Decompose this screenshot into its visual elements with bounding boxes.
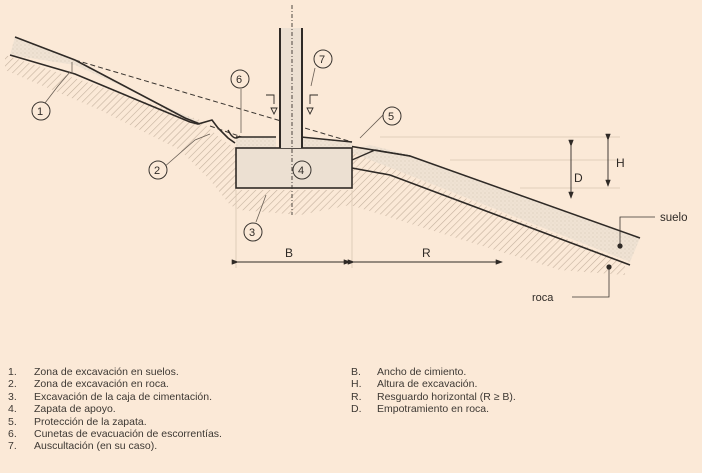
callout-2: 2 [148,160,168,180]
legend-item: 7. Auscultación (en su caso). [8,440,222,452]
legend-text: Protección de la zapata. [34,415,147,428]
legend-text: Resguardo horizontal (R ≥ B). [377,390,516,403]
svg-text:7: 7 [319,54,325,66]
legend-item: 3. Excavación de la caja de cimentación. [8,391,222,403]
legend-item: D. Empotramiento en roca. [351,403,516,415]
legend-text: Empotramiento en roca. [377,403,490,416]
lettered-legend: B. Ancho de cimiento. H. Altura de excavac… [351,366,516,416]
rock-label: roca [532,292,554,304]
rock-line-right [351,167,631,266]
legend-text: Cunetas de evacuación de escorrentías. [34,428,222,441]
callout-6: 6 [230,69,250,89]
legend-key: 1. [8,366,17,378]
callout-3: 3 [243,222,263,242]
dimension-h-label: H [616,156,625,170]
legend-key: 3. [8,390,17,403]
legend-item: 2. Zona de excavación en roca. [8,378,222,390]
survey-marker-right [306,94,318,116]
svg-text:1: 1 [37,106,43,118]
callout-4: 4 [292,160,312,180]
dimension-r-label: R [422,246,431,260]
drainage-ditch [227,129,241,139]
soil-leader [619,216,655,246]
survey-marker-left [266,94,278,116]
legend-item: 5. Protección de la zapata. [8,416,222,428]
legend-key: R. [351,390,362,403]
legend-text: Zona de excavación en suelos. [34,366,179,378]
legend-key: 5. [8,415,17,428]
svg-text:5: 5 [388,111,394,123]
legend-key: 4. [8,403,17,416]
legend-key: D. [351,403,362,416]
svg-text:6: 6 [236,74,242,86]
svg-text:3: 3 [249,227,255,239]
ground-surface-left [14,36,201,125]
legend-item: R. Resguardo horizontal (R ≥ B). [351,391,516,403]
svg-text:2: 2 [154,165,160,177]
callout-5: 5 [382,106,402,126]
backfill-top-right [300,136,353,143]
legend-text: Altura de excavación. [377,378,478,391]
numbered-legend: 1. Zona de excavación en suelos. 2. Zona d… [8,366,222,453]
callout-leaders [44,62,386,223]
dimension-b-label: B [285,246,293,260]
legend-text: Ancho de cimiento. [377,366,467,378]
legend-key: H. [351,378,362,391]
legend-text: Zapata de apoyo. [34,403,116,416]
rock-leader [572,267,610,298]
column [280,28,302,148]
footing-protection [351,149,411,161]
original-profile-dashed [74,59,353,143]
rock-line-left [9,54,236,144]
dimension-d-label: D [574,171,583,185]
soil-layer-right [350,145,640,262]
soil-label: suelo [660,212,688,224]
svg-text:4: 4 [298,165,304,177]
legend-item: 6. Cunetas de evacuación de escorrentías. [8,428,222,440]
legend-text: Excavación de la caja de cimentación. [34,390,213,403]
foundation-slope-diagram: B R H D suelo roca 1 2 3 4 5 [5,5,688,304]
rock-point [606,264,612,270]
soil-point [617,243,623,249]
legend-text: Auscultación (en su caso). [34,440,158,453]
legend-key: 6. [8,428,17,441]
legend-text: Zona de excavación en roca. [34,378,169,391]
legend-item: 4. Zapata de apoyo. [8,403,222,415]
callout-1: 1 [31,101,51,121]
legend-item: B. Ancho de cimiento. [351,366,516,378]
callout-7: 7 [313,49,333,69]
legend-key: 2. [8,378,17,391]
legend-item: 1. Zona de excavación en suelos. [8,366,222,378]
legend-key: 7. [8,440,17,453]
legend-key: B. [351,366,361,378]
legend-item: H. Altura de excavación. [351,378,516,390]
